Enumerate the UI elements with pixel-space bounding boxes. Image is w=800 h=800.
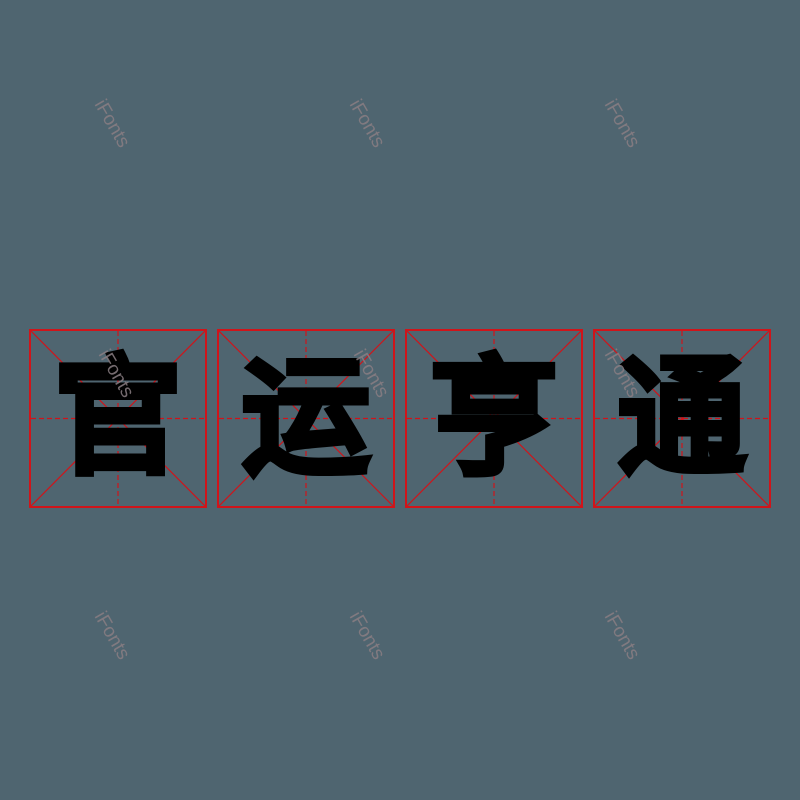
grid-lines xyxy=(407,331,581,506)
watermark-1: iFonts xyxy=(344,96,389,152)
char-box-3: 亨 xyxy=(405,329,583,508)
character-glyph: 官 xyxy=(51,343,184,493)
char-box-4: 通 xyxy=(593,329,771,508)
watermark-3: iFonts xyxy=(89,608,134,664)
character-glyph: 运 xyxy=(239,343,372,493)
watermark-4: iFonts xyxy=(344,608,389,664)
char-box-1: 官 xyxy=(29,329,207,508)
character-glyph: 亨 xyxy=(427,343,560,493)
grid-lines xyxy=(31,331,205,506)
watermark-2: iFonts xyxy=(599,96,644,152)
grid-lines xyxy=(219,331,393,506)
char-box-2: 运 xyxy=(217,329,395,508)
grid-lines xyxy=(595,331,769,506)
watermark-0: iFonts xyxy=(89,96,134,152)
character-glyph: 通 xyxy=(615,343,748,493)
watermark-5: iFonts xyxy=(599,608,644,664)
